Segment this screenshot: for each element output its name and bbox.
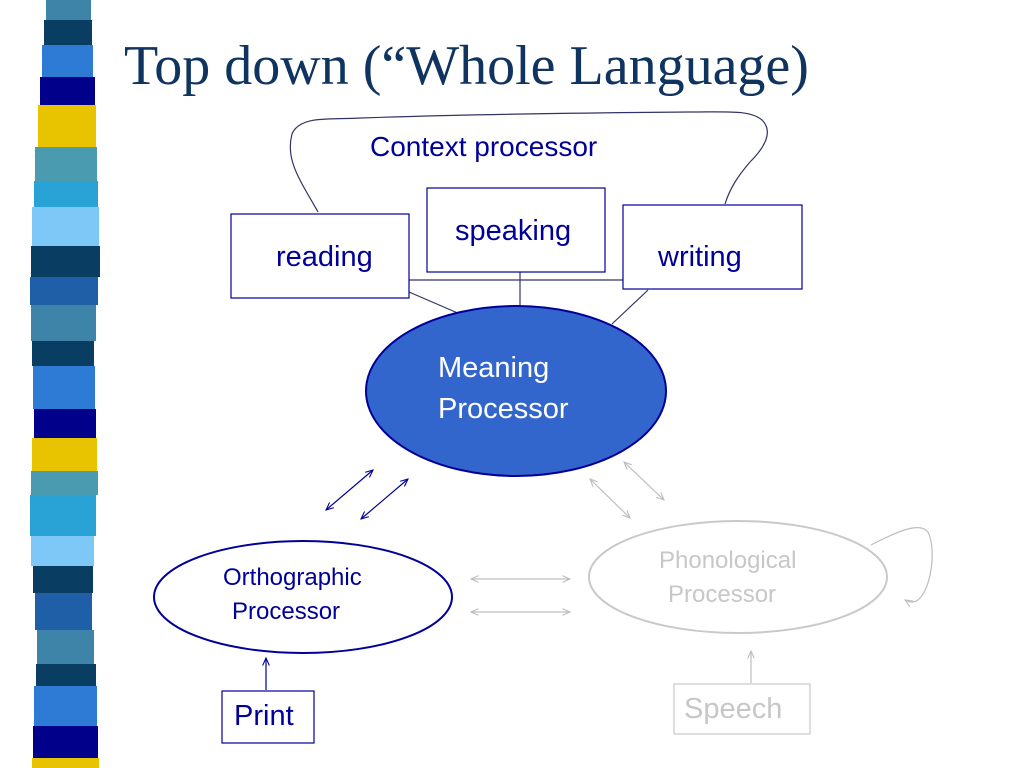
side-decoration-block: [46, 0, 91, 20]
phono-meaning-arrow-1: [624, 462, 664, 500]
side-decoration-block: [31, 246, 100, 277]
side-decoration-block: [42, 45, 93, 77]
context-processor-label: Context processor: [370, 131, 598, 162]
orthographic-processor-label-line2: Processor: [232, 598, 341, 625]
ortho-meaning-arrow-1: [326, 470, 373, 510]
phonological-processor-ellipse: [588, 520, 888, 634]
reading-to-meaning: [408, 291, 461, 315]
side-decoration-block: [32, 758, 99, 768]
writing-box: [622, 204, 803, 290]
side-decoration-block: [31, 536, 94, 566]
writing-label: writing: [658, 241, 742, 273]
side-decoration-block: [30, 495, 96, 536]
side-decoration-block: [31, 305, 96, 341]
speaking-label: speaking: [455, 215, 572, 247]
phonological-loop: [870, 526, 933, 602]
meaning-processor-label-line1: Meaning: [438, 352, 550, 384]
side-decoration-block: [32, 438, 97, 471]
side-decoration-block: [34, 409, 96, 438]
side-decoration-block: [37, 630, 94, 664]
side-decoration-block: [33, 366, 95, 409]
ortho-meaning-arrow-2: [361, 479, 408, 519]
side-decoration-block: [30, 277, 98, 305]
reading-label: reading: [276, 241, 373, 273]
phonological-processor-label-line2: Processor: [668, 581, 777, 608]
phono-meaning-arrow-2: [590, 479, 630, 518]
side-decoration-block: [38, 105, 96, 147]
orthographic-processor-ellipse: [153, 540, 453, 654]
reading-box: [230, 213, 410, 299]
side-decoration-block: [33, 726, 98, 758]
side-decoration-block: [44, 20, 92, 45]
side-decoration-block: [36, 664, 96, 686]
meaning-processor-ellipse: [365, 305, 667, 477]
side-decoration-block: [40, 77, 95, 105]
side-decoration-block: [35, 147, 97, 181]
page-title: Top down (“Whole Language): [124, 35, 809, 97]
print-label: Print: [234, 700, 294, 732]
speaking-box: [426, 187, 606, 273]
side-decoration: [30, 0, 100, 768]
phonological-processor-label-line1: Phonological: [659, 547, 797, 574]
side-decoration-block: [33, 566, 93, 593]
print-box: [221, 690, 315, 744]
context-processor-loop: [289, 111, 768, 213]
orthographic-processor-label-line1: Orthographic: [223, 564, 362, 591]
meaning-processor-label-line2: Processor: [438, 393, 569, 425]
side-decoration-block: [34, 181, 98, 207]
speech-label: Speech: [684, 693, 783, 725]
speech-box: [673, 683, 811, 735]
side-decoration-block: [32, 207, 99, 246]
side-decoration-block: [31, 471, 98, 495]
side-decoration-block: [35, 593, 92, 630]
side-decoration-block: [34, 686, 97, 726]
writing-to-meaning: [611, 289, 649, 325]
side-decoration-block: [32, 341, 94, 366]
